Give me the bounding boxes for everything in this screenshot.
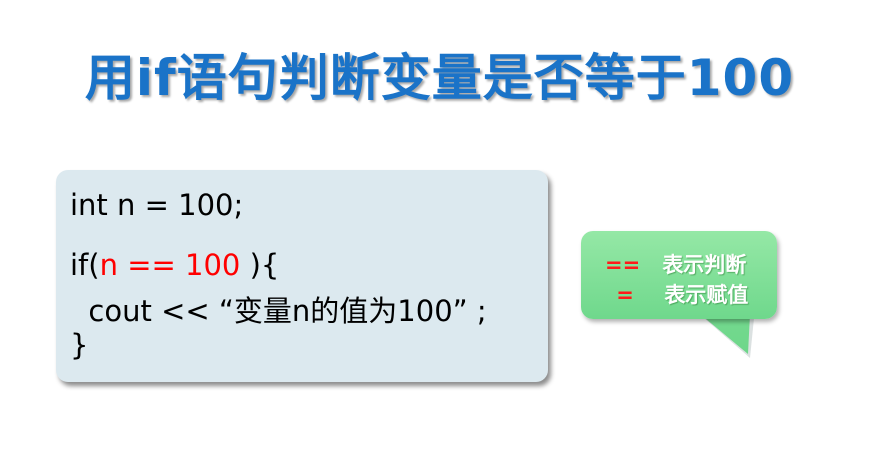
code-line-cout: cout << “变量n的值为100” ; — [70, 294, 487, 328]
if-condition: n == 100 — [99, 248, 241, 282]
if-brace: ){ — [240, 248, 280, 282]
code-block: int n = 100; if(n == 100 ){ cout << “变量n… — [56, 170, 548, 382]
code-line-close: } — [70, 328, 89, 362]
code-line-if: if(n == 100 ){ — [70, 248, 279, 282]
callout-row-assignment: = 表示赋值 — [605, 279, 748, 309]
operator-equality: == — [605, 253, 641, 277]
code-line-declaration: int n = 100; — [70, 188, 244, 222]
slide-title: 用if语句判断变量是否等于100 — [84, 49, 795, 107]
if-keyword: if( — [70, 248, 100, 282]
operator-assignment: = — [616, 283, 634, 307]
operator-meaning: 表示赋值 — [664, 283, 749, 307]
callout-row-comparison: == 表示判断 — [605, 249, 746, 279]
callout-bubble: == 表示判断 = 表示赋值 — [581, 231, 777, 319]
operator-meaning: 表示判断 — [662, 253, 747, 277]
